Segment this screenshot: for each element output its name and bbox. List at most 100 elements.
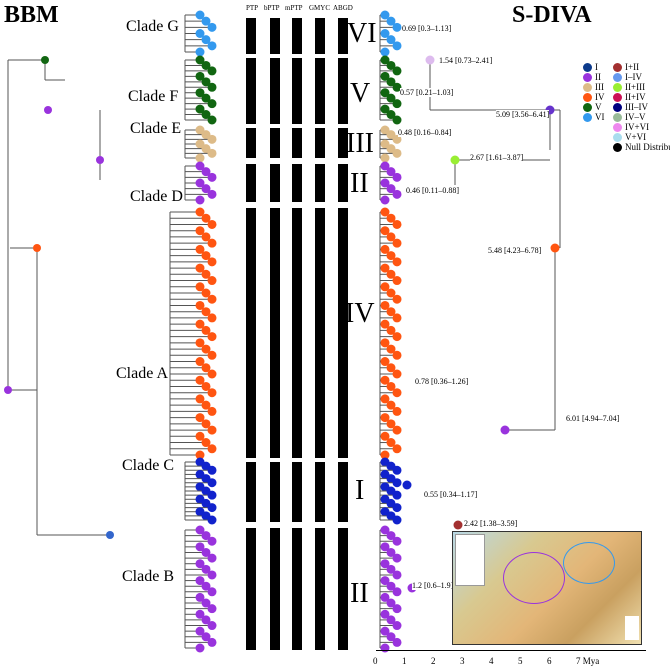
- tip-node: [392, 478, 402, 488]
- ancestral-node: [44, 106, 52, 114]
- legend-item: IV: [583, 92, 605, 102]
- tip-node: [201, 615, 211, 625]
- legend-swatch-icon: [613, 102, 622, 112]
- tip-node: [195, 375, 205, 385]
- tip-node: [195, 47, 205, 57]
- tip-node: [386, 213, 396, 223]
- tip-node: [201, 381, 211, 391]
- tip-node: [207, 134, 217, 144]
- delimitation-bar: [338, 164, 348, 202]
- tip-node: [195, 592, 205, 602]
- tip-node: [380, 357, 390, 367]
- legend-label: I+II: [625, 62, 640, 72]
- node-label: 2.67 [1.61–3.87]: [470, 153, 524, 162]
- tip-node: [380, 88, 390, 98]
- tip-node: [380, 592, 390, 602]
- ancestral-node: [450, 155, 460, 165]
- ancestral-node: [425, 55, 435, 65]
- tip-node: [386, 16, 396, 26]
- legend-item: IV+VI: [613, 122, 649, 132]
- tip-node: [392, 134, 402, 144]
- delimitation-bar: [292, 18, 302, 54]
- legend-item: I: [583, 62, 598, 72]
- tip-node: [207, 294, 217, 304]
- legend-label: II+IV: [625, 92, 646, 102]
- legend-item: V: [583, 102, 602, 112]
- tip-node: [392, 570, 402, 580]
- tip-node: [195, 413, 205, 423]
- legend-item: I–IV: [613, 72, 642, 82]
- tip-node: [207, 425, 217, 435]
- delimitation-bar: [292, 164, 302, 202]
- tip-node: [207, 637, 217, 647]
- delimitation-bar: [315, 528, 325, 650]
- tip-node: [380, 450, 390, 460]
- node-label: 6.01 [4.94–7.04]: [566, 414, 620, 423]
- clade-c: Clade C: [122, 457, 174, 474]
- tip-node: [380, 319, 390, 329]
- tip-node: [392, 515, 402, 525]
- tip-node: [201, 547, 211, 557]
- axis-tick-label: 7 Mya: [576, 656, 600, 666]
- tip-node: [386, 77, 396, 87]
- tip-node: [386, 35, 396, 45]
- tip-node: [392, 465, 402, 475]
- legend-swatch-icon: [583, 82, 592, 92]
- tip-node: [207, 148, 217, 158]
- tip-node: [386, 581, 396, 591]
- tip-node: [207, 444, 217, 454]
- tip-node: [380, 153, 390, 163]
- col-gmyc: GMYC: [309, 4, 331, 12]
- tip-node: [207, 515, 217, 525]
- tip-node: [207, 22, 217, 32]
- tip-node: [201, 77, 211, 87]
- tip-node: [386, 93, 396, 103]
- tip-node: [201, 213, 211, 223]
- axis-tick-label: 5: [518, 656, 523, 666]
- tip-node: [201, 400, 211, 410]
- tip-node: [392, 553, 402, 563]
- delimitation-bar: [315, 128, 325, 158]
- tip-node: [195, 55, 205, 65]
- node-label: 5.48 [4.23–6.78]: [488, 246, 542, 255]
- delimitation-bar: [338, 462, 348, 522]
- tip-node: [380, 375, 390, 385]
- tip-node: [195, 29, 205, 38]
- tip-node: [392, 276, 402, 286]
- node-label: 1.54 [0.73–2.41]: [439, 56, 493, 65]
- legend-item: IV–V: [613, 112, 646, 122]
- tip-node: [207, 465, 217, 475]
- tip-node: [195, 525, 205, 535]
- region-ii-a: II: [350, 168, 369, 199]
- tip-node: [386, 251, 396, 261]
- tip-node: [201, 632, 211, 642]
- legend-label: II+III: [625, 82, 646, 92]
- tip-node: [380, 244, 390, 254]
- delimitation-bar: [292, 128, 302, 158]
- legend-label: V: [595, 102, 602, 112]
- legend-label: III: [595, 82, 604, 92]
- legend-swatch-icon: [583, 102, 592, 112]
- tip-node: [195, 263, 205, 273]
- tip-node: [380, 178, 390, 188]
- delimitation-bar: [246, 164, 256, 202]
- legend-item: II: [583, 72, 601, 82]
- clade-e: Clade E: [130, 120, 182, 137]
- legend-swatch-icon: [613, 92, 622, 102]
- node-label: 1.2 [0.6–1.9]: [412, 581, 454, 590]
- delimitation-bar: [338, 128, 348, 158]
- node-label: 0.69 [0.3–1.13]: [402, 24, 452, 33]
- tip-node: [195, 161, 205, 171]
- legend-item: III–IV: [613, 102, 648, 112]
- axis-tick-label: 6: [547, 656, 552, 666]
- tip-node: [380, 29, 390, 38]
- legend-swatch-icon: [613, 82, 622, 92]
- tip-node: [201, 564, 211, 574]
- tip-node: [201, 251, 211, 261]
- tip-node: [201, 232, 211, 242]
- tip-node: [386, 325, 396, 335]
- legend-swatch-icon: [613, 112, 622, 122]
- tip-node: [195, 104, 205, 114]
- tip-node: [386, 598, 396, 608]
